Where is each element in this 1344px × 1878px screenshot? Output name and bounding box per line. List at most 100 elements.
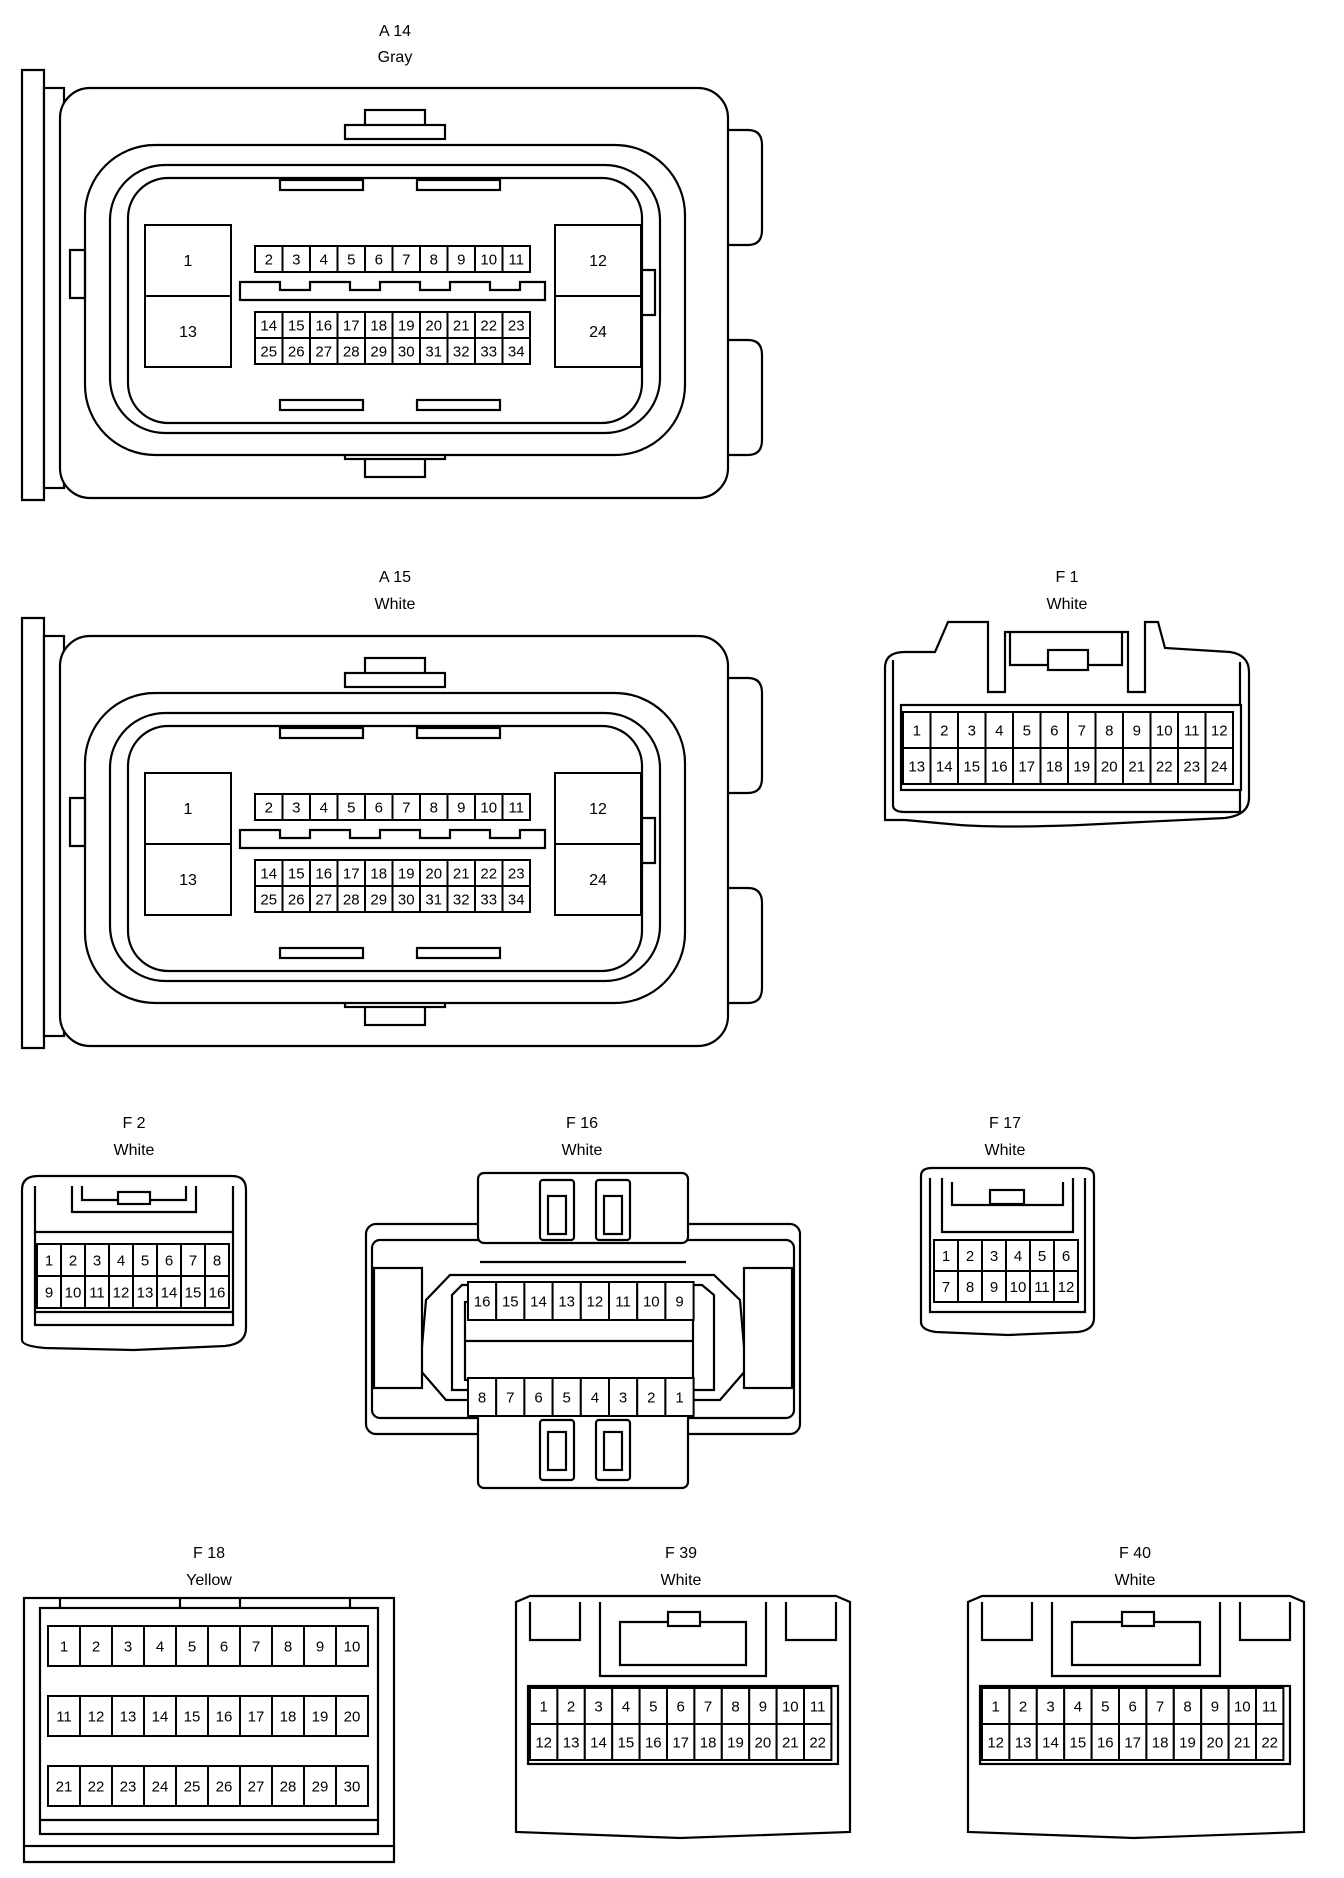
pin-label: 12 — [1211, 723, 1228, 740]
pin-label: 3 — [292, 252, 300, 269]
pin-label-cell — [132, 1243, 158, 1277]
pin-label: 15 — [288, 318, 305, 335]
pin-label-cell — [1149, 711, 1179, 749]
pin-label-cell — [1012, 747, 1042, 785]
pin-label-cell — [335, 1625, 369, 1667]
pin-label-cell — [391, 245, 421, 273]
pin-label: 34 — [508, 344, 525, 361]
pin-label: 11 — [89, 1285, 105, 1302]
pin-label-cell — [419, 885, 449, 913]
pin-label: 1 — [992, 1699, 1000, 1716]
pin-label: 16 — [474, 1294, 491, 1311]
pin-label: 1 — [540, 1699, 548, 1716]
pin-label: 31 — [425, 344, 442, 361]
connector-f16-housing — [364, 1171, 802, 1490]
pin-label: 26 — [216, 1779, 233, 1796]
f39-id: F 39 — [665, 1545, 697, 1562]
pin-label-cell — [79, 1695, 113, 1737]
pin-label: 16 — [209, 1285, 226, 1302]
pin-label-cell — [108, 1243, 134, 1277]
pin-label-cell — [156, 1243, 182, 1277]
pin-label-cell — [1005, 1270, 1031, 1303]
pin-label: 23 — [508, 866, 525, 883]
pin-label-cell — [1067, 747, 1097, 785]
pin-label: 5 — [1101, 1699, 1109, 1716]
pin-label: 8 — [430, 252, 438, 269]
pin-label: 7 — [1156, 1699, 1164, 1716]
pin-label: 22 — [1261, 1735, 1278, 1752]
pin-label: 25 — [260, 344, 277, 361]
pin-label: 11 — [810, 1699, 826, 1716]
pin-label: 7 — [189, 1253, 197, 1270]
pin-label: 20 — [1207, 1735, 1224, 1752]
pin-label: 17 — [1018, 759, 1035, 776]
pin-label: 16 — [315, 866, 332, 883]
pin-label-cell — [957, 747, 987, 785]
pin-label: 18 — [1152, 1735, 1169, 1752]
pin-label-cell — [1172, 1723, 1203, 1761]
pin-label-cell — [957, 1239, 983, 1272]
pin-label: 11 — [508, 252, 524, 269]
pin-label-cell — [419, 859, 449, 887]
pin-label: 11 — [56, 1709, 72, 1726]
pin-label: 12 — [88, 1709, 105, 1726]
pin-label: 32 — [453, 892, 470, 909]
pin-label: 14 — [260, 318, 277, 335]
pin-label: 7 — [942, 1279, 950, 1296]
f40-id: F 40 — [1119, 1545, 1151, 1562]
f17-color: White — [985, 1142, 1026, 1159]
pin-label-cell — [1204, 747, 1234, 785]
pin-label: 5 — [649, 1699, 657, 1716]
pin-label-cell — [111, 1625, 145, 1667]
pin-label: 24 — [589, 324, 607, 341]
pin-label: 20 — [344, 1709, 361, 1726]
pin-label-cell — [207, 1695, 241, 1737]
pin-label: 28 — [280, 1779, 297, 1796]
pin-label: 28 — [343, 892, 360, 909]
pin-label-cell — [474, 245, 504, 273]
pin-label-cell — [803, 1687, 833, 1725]
pin-label: 13 — [563, 1735, 580, 1752]
pin-label-cell — [523, 1281, 554, 1321]
pin-label-cell — [84, 1243, 110, 1277]
pin-label-cell — [501, 859, 531, 887]
pin-label: 15 — [963, 759, 980, 776]
pin-label-cell — [1035, 1687, 1066, 1725]
pin-label: 10 — [344, 1639, 361, 1656]
pin-label: 29 — [370, 344, 387, 361]
pin-label: 14 — [936, 759, 953, 776]
pin-label-cell — [902, 711, 932, 749]
pin-label-cell — [501, 337, 531, 365]
pin-label-cell — [1053, 1239, 1079, 1272]
pin-label-cell — [47, 1695, 81, 1737]
pin-label-cell — [207, 1765, 241, 1807]
pin-label: 3 — [968, 723, 976, 740]
pin-label-cell — [303, 1765, 337, 1807]
pin-label: 16 — [645, 1735, 662, 1752]
pin-label-cell — [271, 1695, 305, 1737]
pin-label-cell — [556, 1687, 586, 1725]
pin-label: 14 — [530, 1294, 547, 1311]
pin-label: 5 — [563, 1390, 571, 1407]
pin-label: 20 — [425, 318, 442, 335]
pin-label: 20 — [755, 1735, 772, 1752]
pin-label-cell — [143, 1765, 177, 1807]
pin-label: 9 — [1211, 1699, 1219, 1716]
pin-label: 26 — [288, 344, 305, 361]
pin-label: 4 — [117, 1253, 125, 1270]
pin-label-cell — [271, 1625, 305, 1667]
pin-label: 15 — [288, 866, 305, 883]
pin-label: 6 — [375, 800, 383, 817]
pin-label: 3 — [124, 1639, 132, 1656]
pin-label: 5 — [1023, 723, 1031, 740]
pin-label-cell — [775, 1723, 805, 1761]
pin-label: 18 — [280, 1709, 297, 1726]
pin-label-cell — [803, 1723, 833, 1761]
pin-label-cell — [720, 1723, 751, 1761]
pin-label-cell — [419, 311, 449, 339]
pin-label: 5 — [1038, 1248, 1046, 1265]
pin-label: 25 — [184, 1779, 201, 1796]
